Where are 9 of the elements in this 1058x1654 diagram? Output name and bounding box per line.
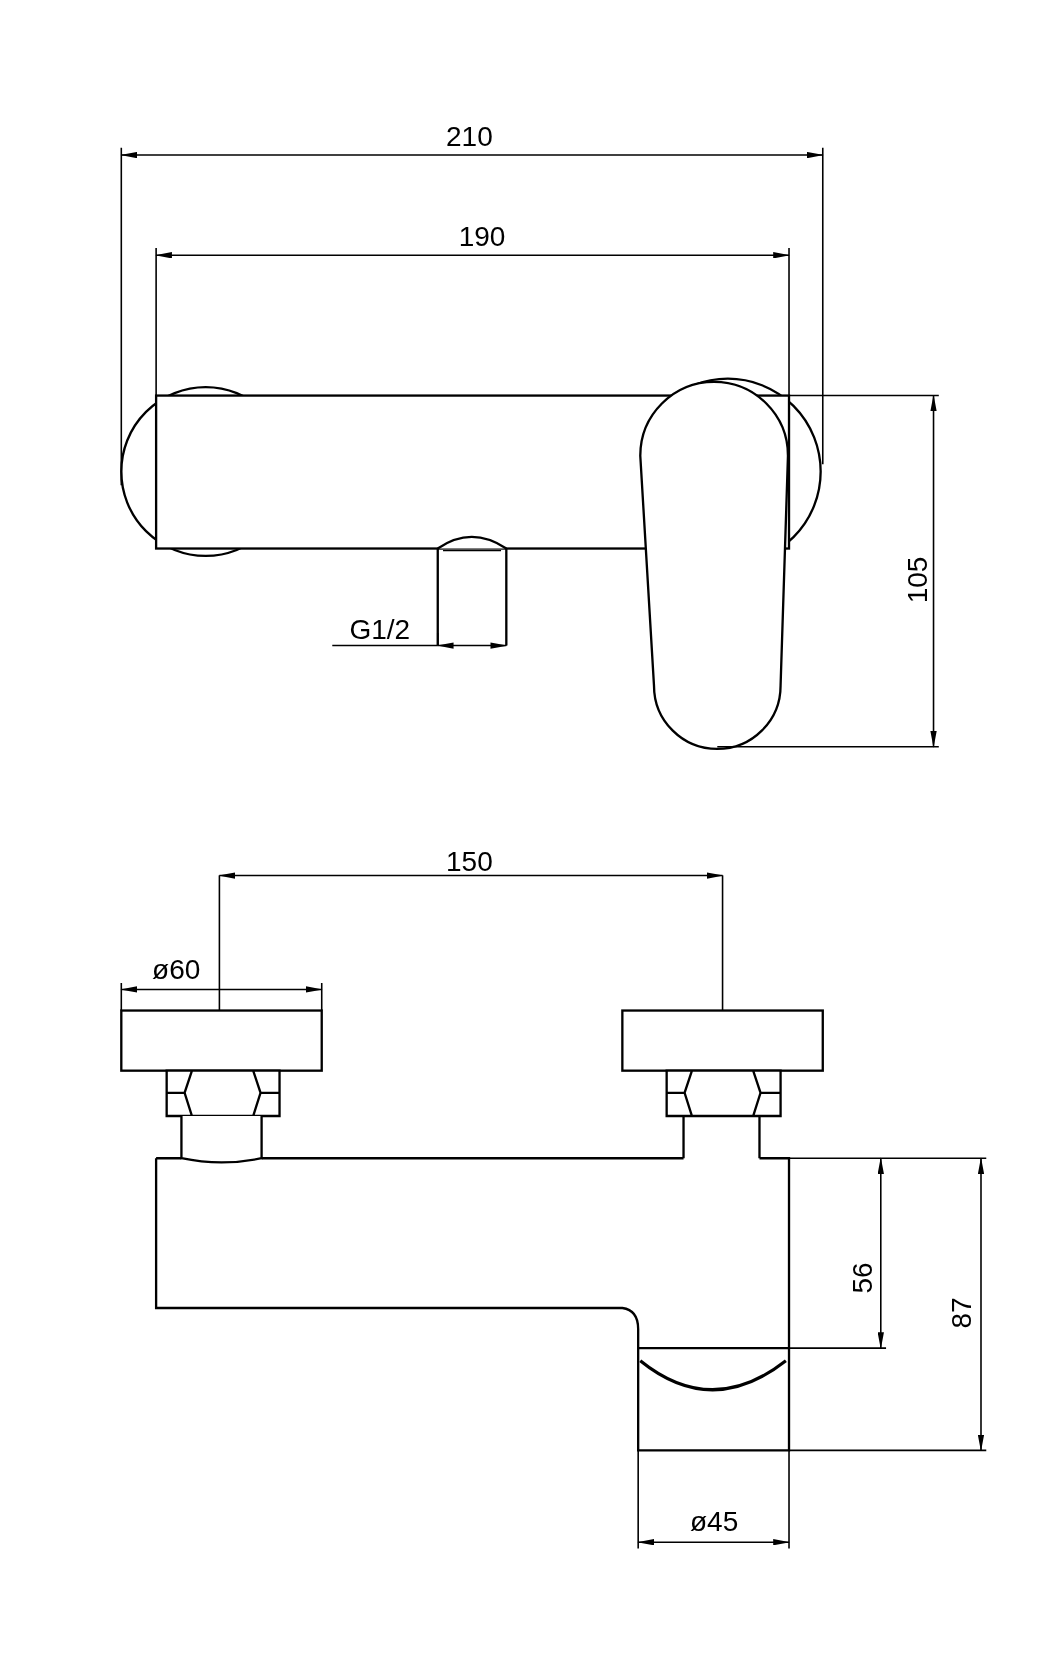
dimension-label: ø60 [152, 956, 201, 985]
dimension-label: 87 [948, 1297, 976, 1329]
dimension-label: G1/2 [349, 615, 411, 644]
dimension-label: ø45 [690, 1508, 739, 1537]
dimension-label: 150 [446, 847, 493, 876]
dimension-label: 210 [446, 123, 493, 152]
dimension-label: 105 [903, 556, 932, 604]
dimension-label: 56 [848, 1262, 877, 1295]
dimension-label: 190 [458, 223, 506, 252]
